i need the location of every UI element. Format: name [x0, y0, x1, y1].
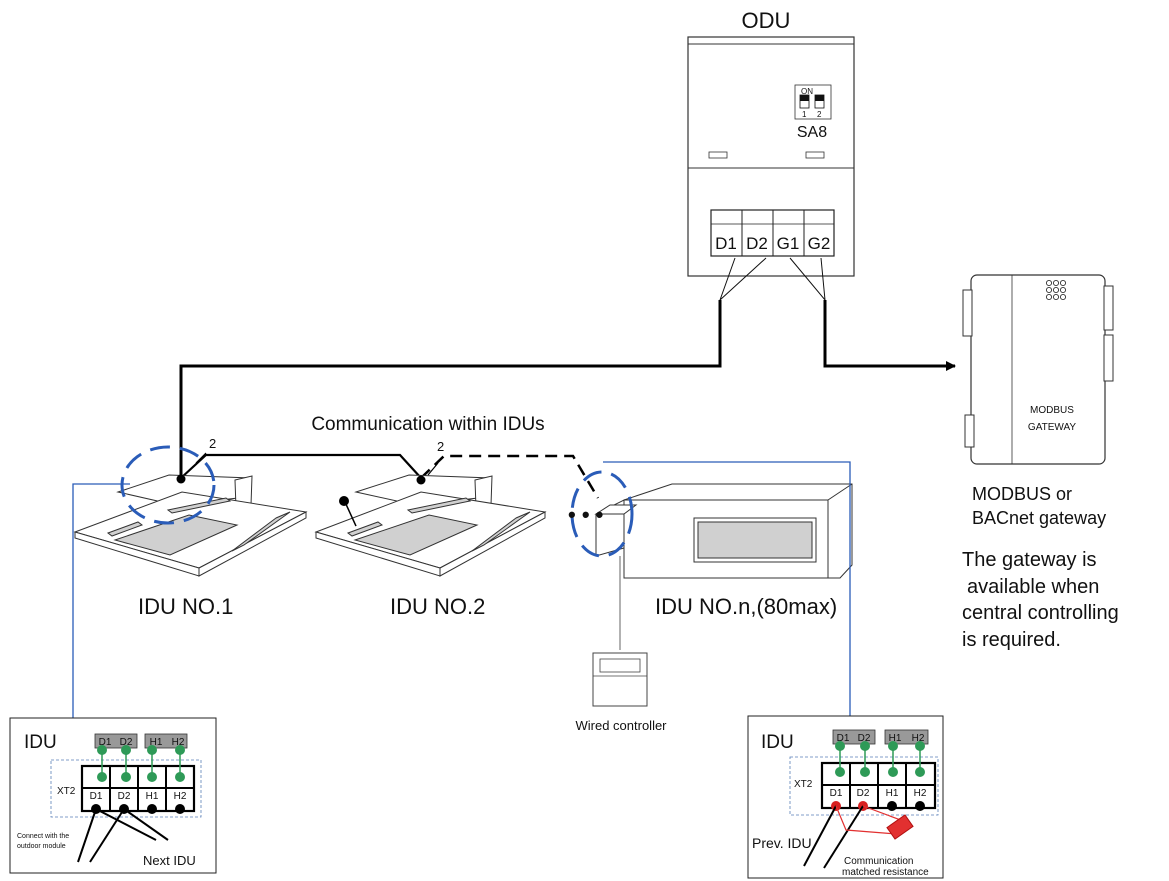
panel-left-bottom-d2: D2	[118, 791, 131, 802]
bus-wiring: 2 2 Communication within IDUs	[176, 300, 956, 499]
panel-right-bottom-h1: H1	[886, 788, 899, 799]
panel-right-top-h1: H1	[889, 733, 902, 744]
odu-terminal-block: D1 D2 G1 G2	[710, 209, 835, 257]
panel-left-xt2: XT2	[57, 786, 76, 797]
odu-unit: ODU ON 1 2 SA8 D1 D2 G1 G2	[687, 8, 855, 302]
gateway-device-text-2: GATEWAY	[1028, 422, 1076, 433]
panel-left-title: IDU	[24, 732, 57, 753]
idu-2-label: IDU NO.2	[390, 594, 485, 619]
panel-right-prev-idu: Prev. IDU	[752, 835, 812, 851]
ellipsis: • • •	[568, 502, 603, 527]
idu-n-label: IDU NO.n,(80max)	[655, 594, 837, 619]
odu-title: ODU	[742, 8, 791, 33]
odu-terminal-g2: G2	[808, 234, 831, 253]
panel-right-top-d1: D1	[837, 733, 850, 744]
panel-right-resistor-label-1: Communication	[844, 856, 913, 867]
gateway-caption-1: MODBUS or	[972, 484, 1072, 504]
dip-2-label: 2	[817, 110, 822, 119]
idu-2-cassette	[314, 474, 547, 577]
panel-right-bottom-d1: D1	[830, 788, 843, 799]
panel-left-bottom-h1: H1	[146, 791, 159, 802]
odu-terminal-d2: D2	[746, 234, 768, 253]
idu-terminal-panel-right: IDU D1 D2 H1 H2 XT2 D1 D2 H1 H2	[747, 715, 944, 879]
panel-right-bottom-d2: D2	[857, 788, 870, 799]
panel-left-top-h2: H2	[172, 737, 185, 748]
idu-terminal-panel-left: IDU D1 D2 H1 H2 XT2 D1 D2 H1 H2	[9, 717, 217, 874]
panel-left-bottom-h2: H2	[174, 791, 187, 802]
sa8-label: SA8	[797, 124, 827, 141]
dip-1-label: 1	[802, 110, 807, 119]
wire-count-a: 2	[209, 436, 216, 451]
panel-left-next-idu: Next IDU	[143, 853, 196, 868]
panel-right-resistor-label-2: matched resistance	[842, 867, 929, 878]
panel-left-note-1: Connect with the	[17, 833, 69, 840]
wired-controller: Wired controller	[575, 556, 667, 733]
sa8-dip-switch: ON 1 2 SA8	[794, 84, 832, 141]
panel-right-top-h2: H2	[912, 733, 925, 744]
panel-right-bottom-h2: H2	[914, 788, 927, 799]
panel-left-top-d1: D1	[99, 737, 112, 748]
idu-n-duct-unit	[594, 483, 853, 579]
gateway-device-text-1: MODBUS	[1030, 405, 1074, 416]
panel-left-top-h1: H1	[150, 737, 163, 748]
wired-controller-label: Wired controller	[575, 718, 667, 733]
idu-1-label: IDU NO.1	[138, 594, 233, 619]
comm-title: Communication within IDUs	[311, 414, 544, 435]
gateway-caption-2: BACnet gateway	[972, 508, 1106, 528]
modbus-gateway: MODBUS GATEWAY MODBUS or BACnet gateway …	[962, 274, 1119, 651]
dip-on-label: ON	[801, 87, 813, 96]
panel-right-top-d2: D2	[858, 733, 871, 744]
odu-terminal-g1: G1	[777, 234, 800, 253]
gateway-note-3: central controlling	[962, 602, 1119, 624]
panel-right-xt2: XT2	[794, 779, 813, 790]
panel-left-top-d2: D2	[120, 737, 133, 748]
panel-left-bottom-d1: D1	[90, 791, 103, 802]
idu-1-cassette	[73, 474, 308, 577]
gateway-note-4: is required.	[962, 629, 1061, 651]
panel-right-title: IDU	[761, 732, 794, 753]
odu-terminal-d1: D1	[715, 234, 737, 253]
gateway-note-1: The gateway is	[962, 549, 1097, 571]
panel-left-note-2: outdoor module	[17, 843, 66, 850]
gateway-note-2: available when	[967, 576, 1099, 598]
wire-count-b: 2	[437, 439, 444, 454]
